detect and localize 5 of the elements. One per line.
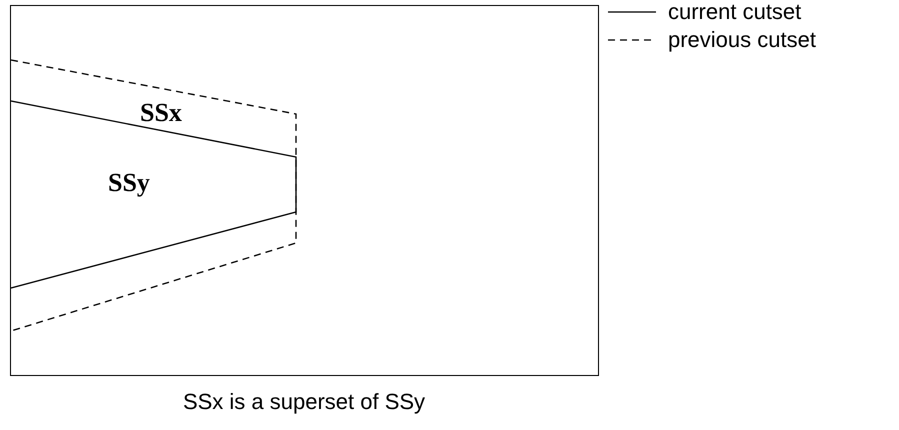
region-label: SSy xyxy=(108,170,150,196)
legend-label: previous cutset xyxy=(668,29,816,51)
region-label: SSx xyxy=(140,100,182,126)
caption: SSx is a superset of SSy xyxy=(182,391,426,413)
legend-label: current cutset xyxy=(668,1,802,23)
